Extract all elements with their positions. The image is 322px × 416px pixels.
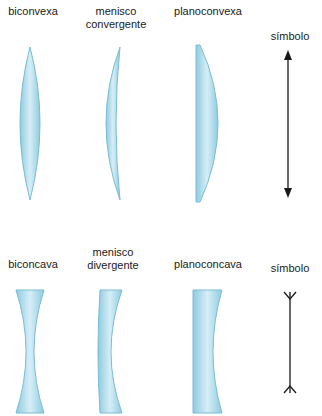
arrow-head bbox=[284, 50, 292, 60]
biconvex-lens bbox=[20, 47, 40, 200]
arrow-head bbox=[284, 188, 292, 198]
planoconcave-lens bbox=[193, 290, 222, 413]
arrow-head bbox=[284, 292, 296, 299]
lens-label: menisco divergente bbox=[77, 246, 149, 272]
diverging-meniscus bbox=[98, 290, 122, 413]
converging-symbol bbox=[287, 56, 288, 192]
lens-label: biconvexa bbox=[3, 5, 63, 18]
lens-label: símbolo bbox=[262, 262, 318, 275]
arrow-head bbox=[284, 386, 296, 393]
planoconvex-lens bbox=[196, 45, 218, 202]
lens-label: planoconcava bbox=[170, 258, 246, 271]
lens-label: planoconvexa bbox=[170, 5, 246, 18]
lens-label: biconcava bbox=[3, 258, 63, 271]
biconcave-lens bbox=[16, 290, 44, 413]
diverging-symbol bbox=[289, 292, 290, 393]
converging-meniscus bbox=[106, 47, 120, 200]
lens-label: menisco convergente bbox=[80, 5, 152, 31]
lens-label: símbolo bbox=[262, 30, 318, 43]
